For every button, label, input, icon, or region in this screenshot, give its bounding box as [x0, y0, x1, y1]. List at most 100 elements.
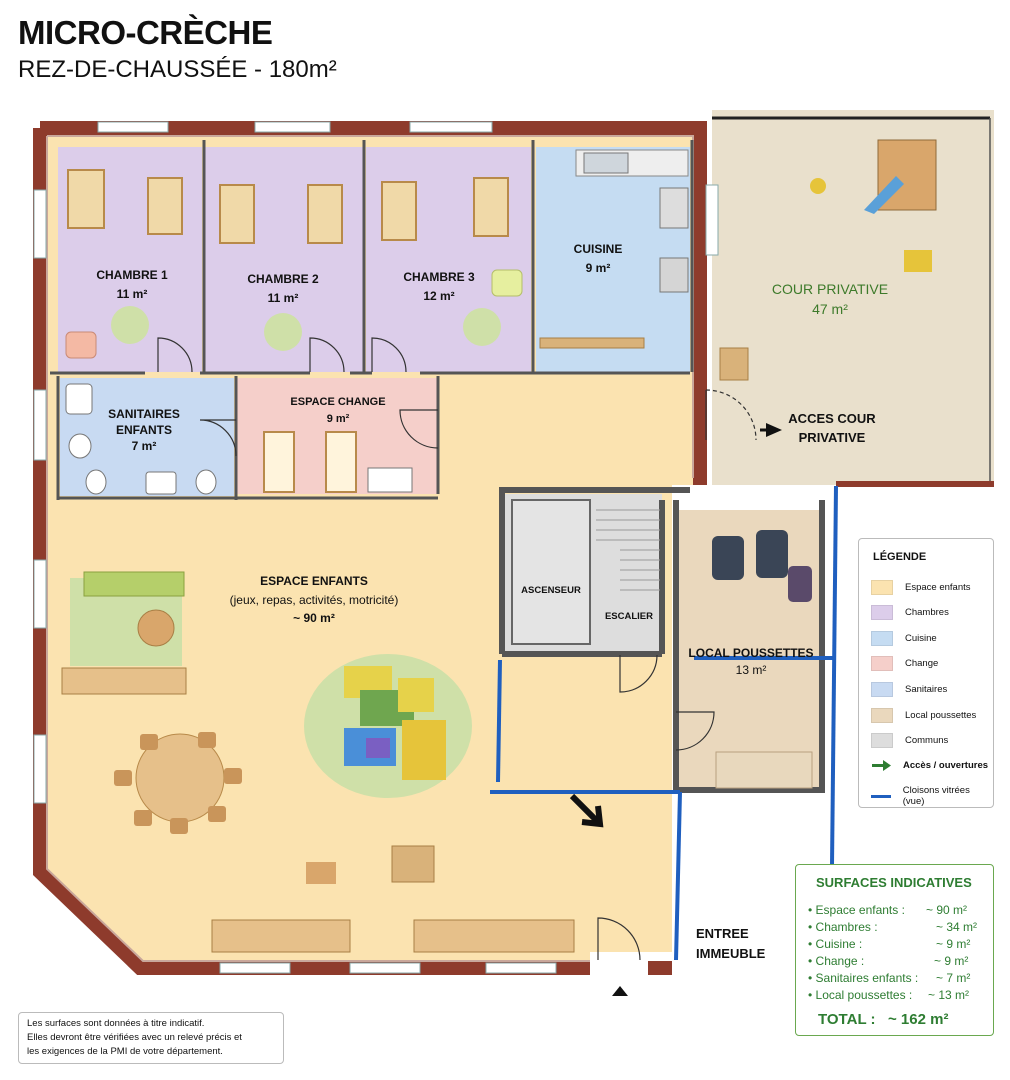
green-arrow-icon — [872, 760, 891, 771]
cribs — [67, 169, 509, 244]
door-swings — [157, 337, 757, 961]
motricite-blocks — [344, 666, 446, 780]
legend-swatch — [871, 580, 893, 595]
legend-swatch — [871, 631, 893, 646]
legend-swatch — [871, 682, 893, 697]
small-table — [137, 609, 175, 647]
surface-label: • Change : — [808, 954, 865, 968]
legend-label: Sanitaires — [905, 684, 948, 695]
chambre2-area: 11 m² — [267, 290, 299, 305]
blue-line-icon — [871, 794, 891, 798]
surface-row: • Sanitaires enfants :~ 7 m² — [808, 971, 970, 985]
legend-label: Cuisine — [905, 633, 937, 644]
cour-area — [712, 110, 994, 485]
strollers — [712, 530, 812, 602]
acces-cour-label: ACCES COUR PRIVATIVE — [784, 410, 880, 448]
surface-value: ~ 9 m² — [934, 954, 969, 968]
chambre3-name: CHAMBRE 3 — [403, 270, 475, 284]
legend-item: Espace enfants — [871, 580, 971, 595]
legend-item: Chambres — [871, 605, 949, 620]
surface-row: • Change : ~ 9 m² — [808, 954, 968, 968]
toy-shelf-left — [61, 667, 187, 695]
sofa — [83, 571, 185, 597]
ride-on-toy — [904, 250, 932, 272]
activity-cube — [391, 845, 435, 883]
change-sink — [367, 467, 413, 493]
entree-label: ENTREE IMMEUBLE — [696, 924, 776, 963]
entry-triangle — [612, 986, 628, 996]
chairs — [114, 732, 242, 834]
entry-arrow-diagonal — [569, 793, 604, 828]
surface-value: ~ 13 m² — [928, 988, 970, 1002]
chambre2-name: CHAMBRE 2 — [247, 272, 319, 286]
change-tables — [263, 431, 357, 493]
ascenseur-cabin — [511, 499, 591, 645]
surface-row: • Chambres : ~ 34 m² — [808, 920, 977, 934]
legend-label: Espace enfants — [905, 582, 971, 593]
legend-label: Local poussettes — [905, 710, 977, 721]
legend-item: Accès / ouvertures — [871, 759, 988, 772]
kitchen-fridge — [659, 257, 689, 293]
chambre3-area: 12 m² — [423, 288, 455, 303]
legend-title: LÉGENDE — [873, 551, 927, 563]
kitchen-stove — [659, 187, 689, 229]
surface-value: ~ 90 m² — [926, 903, 968, 917]
espace-enfants-name: ESPACE ENFANTS — [260, 574, 368, 588]
surfaces-box: SURFACES INDICATIVES • Espace enfants :~… — [795, 864, 994, 1036]
legend-label: Chambres — [905, 607, 949, 618]
surface-label: • Local poussettes : — [808, 988, 913, 1002]
legend-item: Sanitaires — [871, 682, 947, 697]
kitchen-sink — [583, 152, 629, 174]
entree-line1: ENTREE — [696, 926, 749, 941]
windows — [33, 121, 719, 974]
poussettes-label: LOCAL POUSSETTES 13 m² — [684, 645, 818, 680]
change-area: 9 m² — [326, 413, 350, 426]
change-label: ESPACE CHANGE 9 m² — [278, 394, 398, 428]
ball — [810, 178, 826, 194]
chambre3-label: CHAMBRE 3 12 m² — [389, 268, 489, 305]
legend-item: Change — [871, 656, 938, 671]
surface-value: ~ 34 m² — [936, 920, 978, 934]
stair-steps — [596, 509, 660, 591]
legend: LÉGENDE Espace enfants Chambres Cuisine … — [858, 538, 994, 808]
cuisine-label: CUISINE 9 m² — [548, 240, 648, 277]
surface-label: • Espace enfants : — [808, 903, 905, 917]
cuisine-area: 9 m² — [585, 260, 611, 275]
legend-item: Local poussettes — [871, 708, 976, 723]
legend-label: Communs — [905, 735, 949, 746]
surface-row: • Cuisine :~ 9 m² — [808, 937, 970, 951]
legend-item: Cuisine — [871, 631, 937, 646]
chambre2-label: CHAMBRE 2 11 m² — [233, 270, 333, 307]
surface-label: • Sanitaires enfants : — [808, 971, 919, 985]
sanitaires-fixtures — [65, 383, 217, 495]
cour-label: COUR PRIVATIVE 47 m² — [770, 279, 890, 320]
poussettes-area: 13 m² — [735, 663, 767, 678]
legend-item: Communs — [871, 733, 948, 748]
ascenseur-label: ASCENSEUR — [512, 584, 590, 599]
legend-swatch — [871, 733, 893, 748]
entree-line2: IMMEUBLE — [696, 945, 766, 961]
sanitaires-name-2: ENFANTS — [115, 423, 172, 438]
interior-walls — [50, 140, 694, 500]
cour-bench — [719, 347, 749, 381]
toy-shelves-bottom — [211, 919, 575, 953]
cour-area: 47 m² — [812, 301, 848, 318]
note-line: Les surfaces sont données à titre indica… — [27, 1018, 205, 1029]
poussettes-name: LOCAL POUSSETTES — [688, 646, 814, 660]
surface-row: • Espace enfants : ~ 90 m² — [808, 903, 967, 917]
espace-enfants-label: ESPACE ENFANTS (jeux, repas, activités, … — [214, 572, 414, 628]
surface-label: • Cuisine : — [808, 937, 863, 951]
legend-swatch — [871, 708, 893, 723]
plan-title: MICRO-CRÈCHE — [18, 14, 273, 51]
surface-label: • Chambres : — [808, 920, 878, 934]
plan-subtitle: REZ-DE-CHAUSSÉE - 180m² — [18, 56, 337, 83]
legend-label: Accès / ouvertures — [903, 760, 989, 771]
chambre1-area: 11 m² — [116, 286, 148, 301]
cuisine-name: CUISINE — [573, 242, 623, 256]
espace-enfants-area: ~ 90 m² — [293, 611, 335, 626]
chambre1-name: CHAMBRE 1 — [96, 268, 168, 282]
glass-partitions — [490, 485, 838, 961]
disclaimer-note: Les surfaces sont données à titre indica… — [18, 1012, 284, 1064]
legend-swatch — [871, 656, 893, 671]
